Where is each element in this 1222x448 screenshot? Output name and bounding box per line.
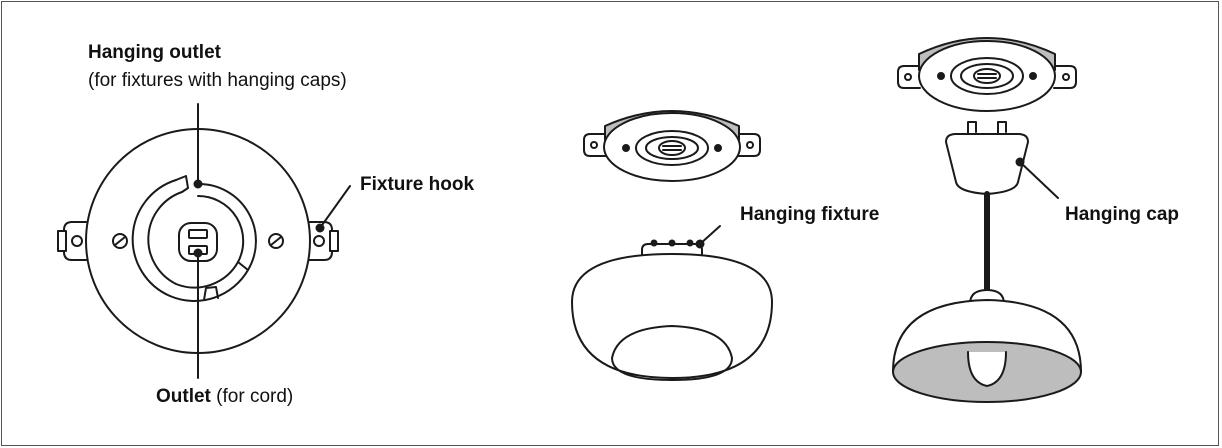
outlet-right-disc [918, 40, 1056, 112]
outlet-right-receptacle [973, 68, 1001, 84]
outlet-middle-receptacle [658, 140, 686, 156]
hanging-fixture-shade [571, 253, 773, 379]
fixture-hook-leader [319, 185, 351, 229]
pendant-lamp-bulb [967, 351, 1007, 387]
ceiling-outlet-front-view [57, 103, 351, 379]
outlet-right-tab-hole [313, 235, 325, 247]
hanging-fixture-hub-pin-a [650, 239, 658, 247]
outlet-middle-ring-inner [645, 136, 699, 160]
outlet-right-hook-left-hole [904, 73, 912, 81]
hanging-fixture-label: Hanging fixture [740, 204, 880, 225]
hanging-outlet-leader-dot [193, 179, 203, 189]
outlet-middle-screw-left [622, 144, 630, 152]
fixture-hook-leader-dot [315, 223, 325, 233]
hanging-outlet-arc-right [197, 182, 257, 271]
outlet-right-ring-outer [950, 57, 1024, 95]
hanging-outlet-groove-inner [147, 191, 183, 285]
outlet-perspective-middle [583, 110, 761, 182]
hanging-cap-label: Hanging cap [1065, 204, 1180, 225]
outlet-label-bold: Outlet [156, 386, 211, 407]
outlet-right-tab-notch [329, 230, 339, 252]
outlet-left-tab-hole [71, 235, 83, 247]
outlet-right-screw-right [1029, 72, 1037, 80]
hanging-outlet-slot-bottom [203, 286, 219, 301]
outlet-right-screw-left [937, 72, 945, 80]
outlet-right-screw [268, 233, 284, 249]
outlet-middle-hook-left [583, 133, 607, 157]
pendant-lamp-drawing [892, 289, 1082, 403]
hanging-cap-leader [1019, 161, 1059, 199]
cord-outlet-leader-dot [193, 248, 203, 258]
outlet-middle-hook-right [737, 133, 761, 157]
hanging-fixture-drawing [571, 225, 773, 381]
outlet-left-tab-notch [57, 230, 67, 252]
hanging-fixture-hub-pin-b [668, 239, 676, 247]
outlet-middle-screw-right [714, 144, 722, 152]
outlet-perspective-right [897, 37, 1077, 112]
outlet-middle-hook-left-hole [590, 141, 598, 149]
outlet-right-hook-right [1053, 65, 1077, 89]
cord-outlet-slot-upper [188, 229, 208, 239]
hanging-outlet-note: (for fixtures with hanging caps) [88, 70, 347, 91]
outlet-middle-ring-outer [635, 130, 709, 166]
hanging-cap-prongs [967, 121, 1007, 137]
hanging-outlet-slot-top [175, 175, 189, 193]
outlet-label-note: (for cord) [210, 386, 294, 407]
hanging-outlet-arc-right-inner [197, 194, 245, 263]
hanging-outlet-groove [131, 179, 177, 297]
hanging-cap-body [945, 133, 1029, 195]
fixture-hook-label: Fixture hook [360, 174, 475, 195]
outlet-right-hook-left [897, 65, 921, 89]
hanging-cap-leader-dot [1015, 157, 1025, 167]
hanging-fixture-leader-dot [695, 239, 705, 249]
outlet-cord-label: Outlet (for cord) [156, 386, 293, 408]
hanging-fixture-bottom-opening [611, 325, 733, 381]
outlet-right-hook-right-hole [1062, 73, 1070, 81]
hanging-fixture-hub-pin-c [686, 239, 694, 247]
outlet-right-ring-inner [960, 63, 1014, 89]
outlet-left-screw [112, 233, 128, 249]
hanging-cap-drawing [945, 121, 1059, 293]
hanging-outlet-label: Hanging outlet [88, 42, 221, 63]
outlet-middle-hook-right-hole [746, 141, 754, 149]
